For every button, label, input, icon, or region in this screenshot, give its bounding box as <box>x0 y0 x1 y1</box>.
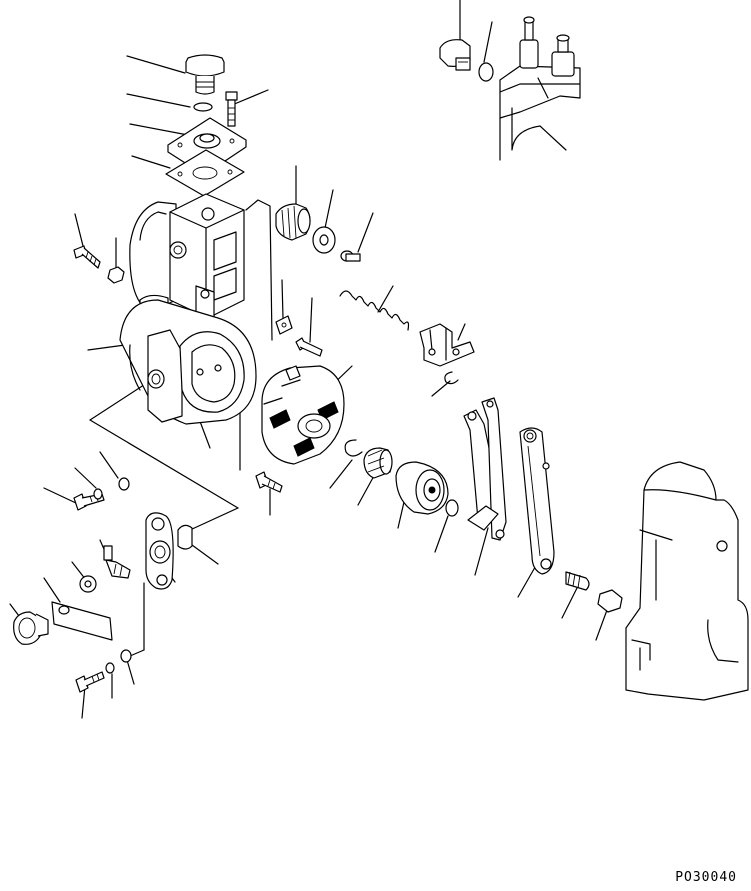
governor-lever <box>464 398 506 540</box>
gasket <box>166 150 244 196</box>
washer-bottom-1 <box>106 663 114 673</box>
shim-plate <box>52 602 112 640</box>
plug-lower-left <box>14 612 48 644</box>
bolt-left-housing <box>74 246 100 268</box>
cap-plug <box>186 55 224 94</box>
top-plug <box>440 40 470 70</box>
snap-ring <box>345 440 362 456</box>
washer-ll-1 <box>94 489 102 499</box>
lock-plate <box>276 316 292 334</box>
diagram-code-label: PO30040 <box>675 870 737 885</box>
snap-ring-upper <box>445 372 458 384</box>
o-ring <box>194 103 212 111</box>
thrust-washer <box>446 500 458 516</box>
bolt-center <box>296 338 322 356</box>
washer-ll-3-hole <box>85 581 91 587</box>
sleeve <box>364 448 392 478</box>
square-gasket <box>178 525 192 549</box>
floating-lever <box>520 428 554 574</box>
spring <box>340 291 409 330</box>
screw-small <box>341 251 360 261</box>
bolt-small-top <box>226 92 237 126</box>
nut-left <box>108 267 124 283</box>
governor-housing <box>130 194 244 335</box>
top-washer <box>479 63 493 81</box>
flange-plate <box>146 513 173 589</box>
bolt-bottom <box>76 672 104 692</box>
bearing-cup <box>396 462 448 514</box>
bracket-frame <box>246 200 272 340</box>
adjust-plug <box>276 204 310 240</box>
front-housing <box>120 300 256 424</box>
bolt-housing-bottom <box>256 472 282 492</box>
adjust-screw <box>566 572 589 590</box>
pump-body <box>626 462 748 700</box>
washer-bottom-2 <box>121 650 131 662</box>
washer-large-hole <box>320 235 328 245</box>
link-bracket <box>420 324 474 366</box>
top-right-assembly <box>500 17 580 160</box>
flyweight-holder <box>262 366 344 464</box>
lock-nut <box>598 590 622 612</box>
nipple-fitting <box>104 546 130 578</box>
washer-ll-2 <box>119 478 129 490</box>
